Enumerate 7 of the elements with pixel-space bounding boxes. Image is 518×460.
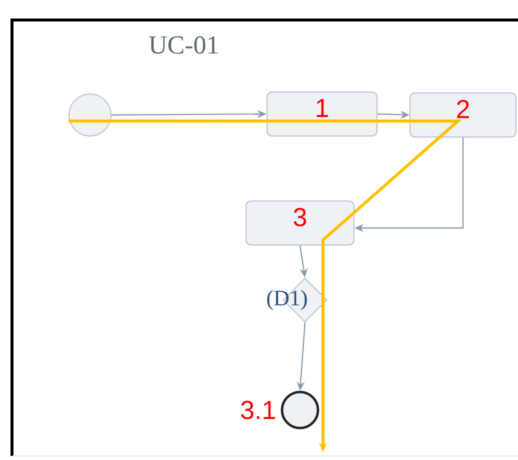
activity-box: 1 xyxy=(266,92,378,136)
step-number: 3.1 xyxy=(241,400,275,420)
activity-box: 3 xyxy=(246,200,354,246)
activity-box: 2 xyxy=(410,92,516,138)
diagram-title: UC-01 xyxy=(149,36,218,54)
end-circle xyxy=(280,390,320,430)
start-circle xyxy=(68,94,112,136)
